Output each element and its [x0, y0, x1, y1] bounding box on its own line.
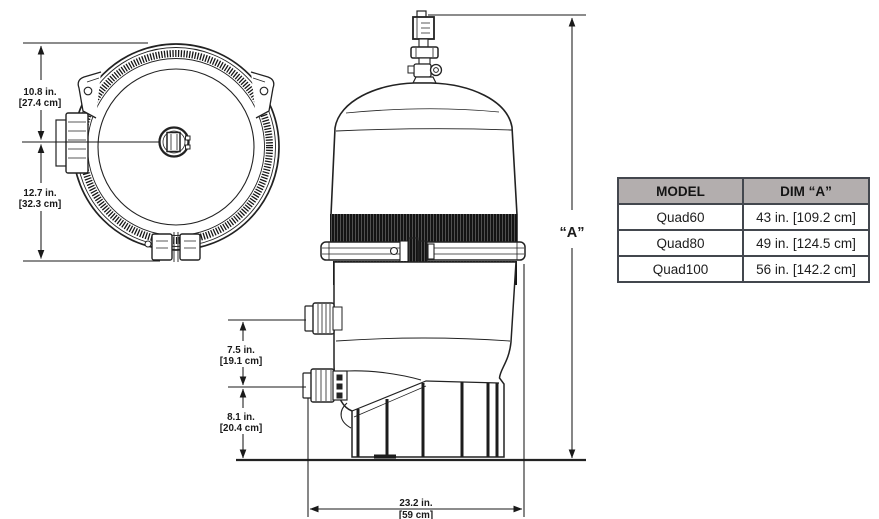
upper-port-union — [304, 302, 343, 335]
model-dim-a: 43 in. [109.2 cm] — [742, 203, 870, 231]
lower-port-union — [302, 368, 348, 403]
model-dimension-table: MODEL DIM “A” Quad60 43 in. [109.2 cm] Q… — [617, 177, 870, 283]
dim-port-spacing-cm: [19.1 cm] — [220, 356, 262, 367]
table-row: Quad60 43 in. [109.2 cm] — [617, 203, 870, 231]
dim-lid-bottom-cm: [32.3 cm] — [19, 199, 61, 210]
header-model: MODEL — [617, 177, 744, 205]
model-name: Quad80 — [617, 229, 744, 257]
filter-top-view — [55, 43, 280, 262]
top-view-center-port — [158, 126, 191, 158]
side-view-dimensions — [228, 14, 586, 517]
clamp-knurl-ring — [79, 50, 273, 244]
dim-width-inches: 23.2 in. — [399, 498, 432, 509]
model-name: Quad60 — [617, 203, 744, 231]
table-row: Quad80 49 in. [124.5 cm] — [617, 229, 870, 257]
base-skirt — [340, 370, 500, 459]
table-row: Quad100 56 in. [142.2 cm] — [617, 255, 870, 283]
dim-a-label: “A” — [560, 225, 585, 241]
dim-port-height-cm: [20.4 cm] — [220, 423, 262, 434]
top-view-dimensions — [22, 42, 160, 262]
top-view-bottom-lug — [144, 232, 201, 262]
model-name: Quad100 — [617, 255, 744, 283]
dim-width-cm: [59 cm] — [399, 510, 433, 519]
model-dim-a: 56 in. [142.2 cm] — [742, 255, 870, 283]
dim-lid-bottom-inches: 12.7 in. — [23, 188, 56, 199]
dim-port-spacing-inches: 7.5 in. — [227, 345, 255, 356]
filter-side-view — [236, 10, 586, 462]
right-ear-lug — [250, 71, 275, 119]
dim-lid-top-inches: 10.8 in. — [23, 87, 56, 98]
top-view-side-port — [55, 112, 89, 174]
dim-port-height-inches: 8.1 in. — [227, 412, 255, 423]
upper-pleat-band — [330, 214, 518, 243]
clamp-band — [320, 237, 526, 265]
tank-upper-shell — [330, 82, 518, 216]
table-header-row: MODEL DIM “A” — [617, 177, 870, 205]
dim-lid-top-cm: [27.4 cm] — [19, 98, 61, 109]
pressure-gauge-assembly — [407, 10, 443, 84]
header-dim-a: DIM “A” — [742, 177, 870, 205]
left-ear-lug — [77, 71, 102, 119]
model-dim-a: 49 in. [124.5 cm] — [742, 229, 870, 257]
